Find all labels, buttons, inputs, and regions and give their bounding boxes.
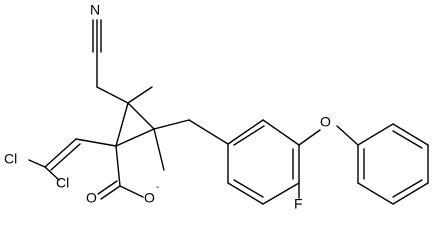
alkene-double-bond-b [50, 143, 81, 171]
ch2-ring-bond [96, 86, 129, 104]
ether-bond-2 [336, 125, 359, 146]
bond-layer [28, 19, 429, 205]
chlorine-2-label: Cl [56, 175, 69, 191]
carbonyl-double-bond-a [100, 185, 121, 200]
ring1-bond-5 [227, 182, 264, 205]
carboxylate-o-bond [119, 185, 144, 198]
right-methyl-bond [153, 128, 165, 171]
ether-bond-1 [298, 129, 321, 146]
ring1-bond-1 [227, 119, 264, 145]
ring2-bond-3 [392, 182, 429, 205]
atom-label-layer: N Cl Cl O O - F O [4, 2, 331, 212]
ring2-bond-5-inner [392, 130, 423, 149]
ring1-bond-1-inner [233, 125, 265, 146]
carboxylate-charge-label: - [156, 182, 159, 193]
fluorine-label: F [294, 196, 303, 212]
ring1-bond-5-inner [233, 179, 264, 198]
cyclopropane-bond-bottom [115, 128, 155, 147]
cyclopropane-bond-top-right [127, 102, 155, 130]
ring1-bond-2 [262, 119, 300, 146]
carbonyl-double-bond-b [97, 180, 118, 195]
ring2-bond-5 [392, 123, 429, 146]
carboxylate-oxygen-label: O [86, 190, 97, 206]
ring2-bond-3-inner [392, 179, 423, 198]
carboxyl-bond [115, 145, 121, 187]
ring2-bond-6 [357, 123, 394, 146]
chlorine-2-bond [44, 166, 60, 181]
nitrile-nitrogen-label: N [90, 2, 100, 18]
chlorine-1-bond [28, 159, 46, 168]
ring2-bond-2 [357, 182, 394, 205]
carboxylate-oxygen-label-2: O [144, 190, 155, 206]
ether-oxygen-label: O [320, 114, 331, 130]
chlorine-1-label: Cl [4, 151, 17, 167]
chemical-structure-diagram: N Cl Cl O O - F O [4, 2, 429, 212]
benzyl-bond-1 [153, 119, 190, 130]
cyclopropane-bond-top-left [115, 102, 129, 147]
vinyl-bond [75, 138, 117, 147]
benzyl-bond-2 [188, 119, 229, 145]
upper-methyl-bond [127, 86, 153, 104]
ring1-bond-4 [262, 182, 300, 205]
structure-canvas: N Cl Cl O O - F O [4, 2, 429, 212]
alkene-double-bond-a [44, 138, 77, 168]
